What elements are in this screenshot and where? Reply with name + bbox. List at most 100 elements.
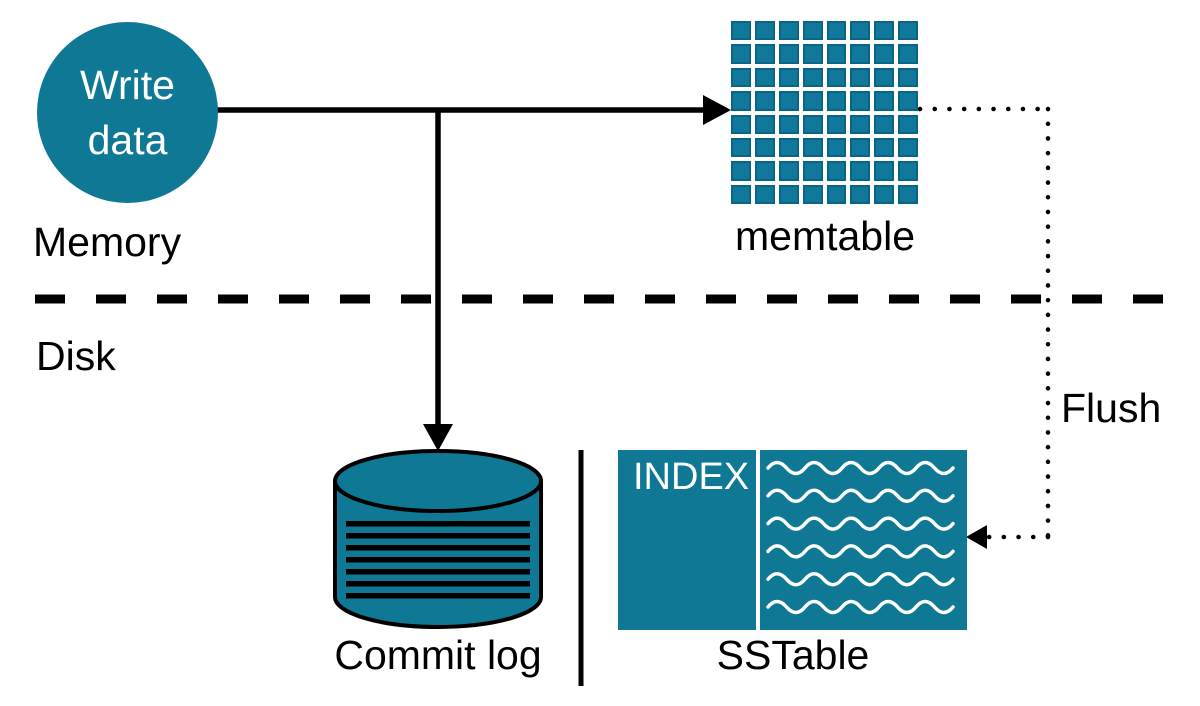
sstable-wave-line	[766, 460, 955, 476]
sstable-wave-line	[766, 488, 955, 504]
memtable-cell	[898, 21, 918, 41]
memtable-cell	[850, 184, 871, 204]
memtable-cell	[874, 137, 895, 158]
memtable-cell	[898, 91, 918, 111]
memtable-cell	[826, 67, 847, 88]
memtable-cell	[874, 114, 895, 134]
memtable-cell	[874, 21, 895, 41]
memtable-cell	[826, 184, 847, 204]
memtable-cell	[850, 161, 871, 181]
disk-region-label: Disk	[36, 333, 116, 379]
memtable-cell	[826, 161, 847, 181]
sstable-wave-line	[766, 544, 955, 559]
memtable-grid	[731, 21, 918, 204]
sstable-index-label: INDEX	[633, 456, 750, 498]
flush-dotted-path	[917, 106, 1051, 540]
memtable-cell	[754, 161, 775, 181]
memtable-cell	[802, 137, 823, 158]
memtable-cell	[898, 137, 918, 158]
memtable-cell	[826, 114, 847, 134]
memtable-cell	[754, 114, 775, 134]
memory-region-label: Memory	[33, 219, 182, 265]
memtable-cell	[731, 184, 751, 204]
memtable-cell	[731, 44, 751, 64]
sstable-wave-line	[766, 571, 955, 587]
memtable-cell	[731, 137, 751, 158]
memtable-cell	[874, 44, 895, 64]
memtable-cell	[731, 161, 751, 181]
cylinder-top	[333, 449, 543, 513]
sstable-label: SSTable	[716, 632, 870, 678]
arrowhead-left-icon	[966, 525, 987, 549]
memtable-cell	[802, 114, 823, 134]
memtable-label: memtable	[734, 213, 916, 259]
memtable-cell	[850, 44, 871, 64]
memtable-cell	[731, 114, 751, 134]
commit-log-stripe	[346, 545, 530, 551]
memtable-cell	[802, 91, 823, 111]
write-to-memtable-arrow	[216, 95, 731, 125]
memtable-cell	[778, 44, 799, 64]
memtable-cell	[778, 137, 799, 158]
commit-log-stripe	[346, 533, 530, 539]
memtable-cell	[778, 21, 799, 41]
memtable-cell	[731, 21, 751, 41]
memtable-cell	[898, 114, 918, 134]
commit-log-stripe	[346, 569, 530, 575]
memtable-cell	[826, 44, 847, 64]
memtable-cell	[874, 91, 895, 111]
sstable-wave-line	[766, 599, 955, 615]
memtable-cell	[898, 44, 918, 64]
memtable-cell	[754, 91, 775, 111]
memtable-cell	[850, 91, 871, 111]
memtable-cell	[778, 67, 799, 88]
memtable-cell	[802, 184, 823, 204]
commit-log-stripe	[346, 521, 530, 527]
memtable-cell	[754, 67, 775, 88]
memtable-cell	[802, 67, 823, 88]
commit-log-stripes	[346, 521, 530, 599]
memtable-cell	[874, 67, 895, 88]
memtable-cell	[754, 44, 775, 64]
write-data-label-line2: data	[87, 116, 168, 163]
flush-label: Flush	[1061, 385, 1162, 431]
sstable-wave-line	[766, 516, 955, 531]
sstable-rect	[618, 450, 967, 630]
memtable-cell	[874, 184, 895, 204]
memtable-cell	[850, 137, 871, 158]
memtable-cell	[850, 21, 871, 41]
memtable-cell	[898, 161, 918, 181]
cylinder-body	[333, 481, 543, 629]
sstable-data-waves	[766, 460, 955, 615]
memtable-cell	[826, 91, 847, 111]
sstable-shape	[618, 450, 967, 630]
memtable-cell	[778, 114, 799, 134]
commit-log-label: Commit log	[334, 632, 542, 678]
arrowhead-down-icon	[423, 424, 453, 451]
write-data-label-line1: Write	[80, 62, 175, 109]
commit-log-stripe	[346, 557, 530, 563]
memtable-cell	[754, 184, 775, 204]
memtable-cell	[802, 44, 823, 64]
memtable-cell	[826, 21, 847, 41]
arrowhead-right-icon	[703, 95, 731, 125]
memtable-cell	[778, 184, 799, 204]
commit-log-stripe	[346, 581, 530, 587]
memtable-cell	[778, 91, 799, 111]
memtable-cell	[731, 91, 751, 111]
commit-log-cylinder	[333, 449, 543, 629]
memtable-cell	[731, 67, 751, 88]
memtable-cell	[874, 161, 895, 181]
write-data-node: Write data	[37, 22, 218, 203]
memtable-cell	[754, 137, 775, 158]
commit-log-stripe	[346, 593, 530, 599]
memtable-cell	[850, 114, 871, 134]
memtable-cell	[778, 161, 799, 181]
memtable-cell	[754, 21, 775, 41]
memtable-cell	[898, 184, 918, 204]
memtable-cell	[850, 67, 871, 88]
memtable-cell	[898, 67, 918, 88]
memtable-cell	[802, 21, 823, 41]
